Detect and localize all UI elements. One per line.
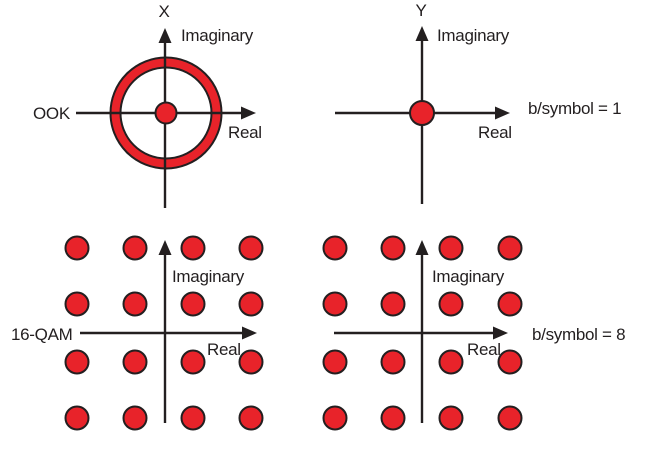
panel-bsymbol-1: Y Imaginary Real b/symbol = 1: [335, 1, 622, 204]
constellation-point: [497, 405, 523, 431]
bsym1-side-label: b/symbol = 1: [528, 99, 621, 118]
constellation-point: [238, 235, 264, 261]
ook-side-label: OOK: [33, 104, 71, 123]
ook-corner-label: X: [158, 2, 169, 21]
ook-center-point: [154, 101, 178, 125]
constellation-point: [322, 405, 348, 431]
qam-left-imaginary-label: Imaginary: [172, 267, 245, 286]
constellation-point: [322, 349, 348, 375]
panel-ook: X Imaginary Real OOK: [33, 2, 262, 208]
constellation-point: [380, 235, 406, 261]
bsym8-imaginary-arrowhead: [415, 240, 429, 255]
bsym1-imaginary-arrowhead: [415, 26, 429, 41]
bsym1-real-arrowhead: [495, 106, 510, 120]
constellation-point: [322, 235, 348, 261]
constellation-point: [497, 349, 523, 375]
qam-grid-left: [64, 235, 264, 431]
constellation-point: [380, 349, 406, 375]
qam-left-real-label: Real: [207, 340, 241, 359]
constellation-point: [180, 235, 206, 261]
constellation-point: [438, 349, 464, 375]
constellation-point: [497, 291, 523, 317]
qam-grid-right: [322, 235, 523, 431]
bsym8-side-label: b/symbol = 8: [532, 325, 625, 344]
bsym8-real-arrowhead: [493, 326, 508, 340]
constellation-point: [64, 235, 90, 261]
bsym8-real-label: Real: [467, 340, 501, 359]
constellation-point: [438, 291, 464, 317]
constellation-point: [122, 405, 148, 431]
ook-real-label: Real: [228, 123, 262, 142]
constellation-point: [238, 291, 264, 317]
constellation-point: [122, 291, 148, 317]
constellation-point: [322, 291, 348, 317]
qam-left-real-arrowhead: [242, 326, 257, 340]
constellation-point: [64, 405, 90, 431]
bsym1-real-label: Real: [478, 123, 512, 142]
constellation-point: [64, 291, 90, 317]
ook-imaginary-label: Imaginary: [181, 26, 254, 45]
ook-real-arrowhead: [241, 106, 256, 120]
constellation-point: [380, 291, 406, 317]
constellation-point: [238, 405, 264, 431]
constellation-point: [438, 235, 464, 261]
qam-left-side-label: 16-QAM: [11, 325, 73, 344]
constellation-point: [380, 405, 406, 431]
constellation-point: [64, 349, 90, 375]
constellation-point: [122, 235, 148, 261]
panel-16qam: Imaginary Real 16-QAM: [11, 235, 264, 431]
constellation-point: [238, 349, 264, 375]
constellation-point: [180, 291, 206, 317]
constellation-point: [180, 405, 206, 431]
bsym1-corner-label: Y: [415, 1, 426, 20]
ook-imaginary-arrowhead: [158, 28, 172, 43]
constellation-point: [438, 405, 464, 431]
bsym8-imaginary-label: Imaginary: [432, 267, 505, 286]
panel-bsymbol-8: Imaginary Real b/symbol = 8: [322, 235, 626, 431]
bsym1-center-point: [409, 100, 435, 126]
constellation-point: [497, 235, 523, 261]
constellation-point: [122, 349, 148, 375]
qam-left-imaginary-arrowhead: [158, 240, 172, 255]
constellation-point: [180, 349, 206, 375]
bsym1-imaginary-label: Imaginary: [437, 26, 510, 45]
